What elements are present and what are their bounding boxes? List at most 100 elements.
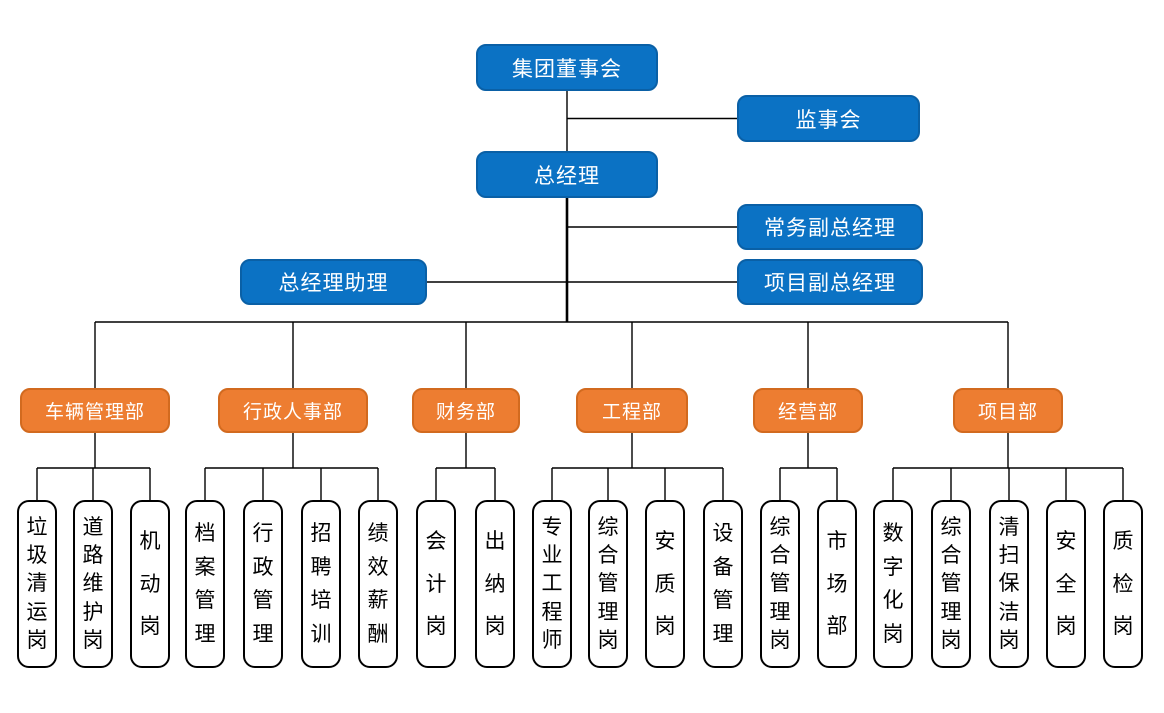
position-label-char: 管 [194,589,216,613]
position-label-char: 岗 [484,614,506,638]
position-label-char: 理 [252,623,274,647]
position-label-char: 字 [882,555,904,579]
position-label-char: 岗 [82,628,104,652]
position-label-char: 岗 [882,623,904,647]
position-label-char: 安 [1055,530,1077,554]
position-label-char: 部 [826,614,848,638]
org-node-operations-dept: 经营部 [753,388,863,433]
position-label-char: 动 [139,572,161,596]
position-label-char: 垃 [26,516,48,540]
position-node-admin-hr-dept-3: 绩效薪酬 [358,500,398,668]
position-label-char: 岗 [1112,614,1134,638]
position-label-char: 综 [940,516,962,540]
position-label-char: 管 [940,572,962,596]
position-label-char: 岗 [597,628,619,652]
org-node-board: 集团董事会 [476,44,658,91]
position-label-char: 训 [310,623,332,647]
position-label-char: 师 [541,628,563,652]
position-label-char: 清 [26,572,48,596]
position-label-char: 设 [712,521,734,545]
position-label-char: 机 [139,530,161,554]
position-label-char: 薪 [367,589,389,613]
position-label-char: 招 [310,521,332,545]
position-label-char: 保 [998,572,1020,596]
position-label-char: 工 [541,572,563,596]
org-node-engineering-dept: 工程部 [576,388,688,433]
position-node-vehicle-mgmt-dept-1: 道路维护岗 [73,500,113,668]
org-node-exec-deputy-gm: 常务副总经理 [737,204,923,250]
position-label-char: 合 [597,544,619,568]
org-node-project-dept: 项目部 [953,388,1063,433]
position-node-project-dept-2: 清扫保洁岗 [989,500,1029,668]
position-node-engineering-dept-1: 综合管理岗 [588,500,628,668]
position-label-char: 清 [998,516,1020,540]
position-label-char: 理 [712,623,734,647]
position-label-char: 政 [252,555,274,579]
position-label-char: 岗 [940,628,962,652]
position-node-operations-dept-1: 市场部 [817,500,857,668]
position-label-char: 管 [712,589,734,613]
position-label-char: 备 [712,555,734,579]
position-label-char: 化 [882,589,904,613]
position-label-char: 培 [310,589,332,613]
position-label-char: 质 [654,572,676,596]
position-label-char: 洁 [998,600,1020,624]
position-label-char: 理 [194,623,216,647]
position-node-engineering-dept-3: 设备管理 [703,500,743,668]
position-label-char: 案 [194,555,216,579]
position-label-char: 程 [541,600,563,624]
position-label-char: 计 [425,572,447,596]
position-label-char: 全 [1055,572,1077,596]
org-node-supervisory: 监事会 [737,95,920,142]
position-label-char: 岗 [139,614,161,638]
position-node-project-dept-3: 安全岗 [1046,500,1086,668]
position-label-char: 道 [82,516,104,540]
position-label-char: 管 [769,572,791,596]
position-label-char: 纳 [484,572,506,596]
position-label-char: 酬 [367,623,389,647]
position-label-char: 合 [940,544,962,568]
position-label-char: 维 [82,572,104,596]
position-node-engineering-dept-0: 专业工程师 [532,500,572,668]
position-node-operations-dept-0: 综合管理岗 [760,500,800,668]
org-node-finance-dept: 财务部 [412,388,520,433]
position-label-char: 岗 [1055,614,1077,638]
org-node-gm: 总经理 [476,151,658,198]
position-node-engineering-dept-2: 安质岗 [645,500,685,668]
position-label-char: 岗 [998,628,1020,652]
position-label-char: 管 [597,572,619,596]
position-label-char: 岗 [425,614,447,638]
position-label-char: 效 [367,555,389,579]
position-node-vehicle-mgmt-dept-0: 垃圾清运岗 [17,500,57,668]
position-label-char: 聘 [310,555,332,579]
position-node-project-dept-0: 数字化岗 [873,500,913,668]
position-label-char: 会 [425,530,447,554]
position-node-admin-hr-dept-2: 招聘培训 [301,500,341,668]
position-node-project-dept-1: 综合管理岗 [931,500,971,668]
org-node-project-deputy-gm: 项目副总经理 [737,259,923,305]
position-label-char: 专 [541,516,563,540]
position-label-char: 检 [1112,572,1134,596]
position-label-char: 管 [252,589,274,613]
org-node-gm-assistant: 总经理助理 [240,259,427,305]
position-label-char: 理 [940,600,962,624]
position-label-char: 运 [26,600,48,624]
position-label-char: 市 [826,530,848,554]
position-label-char: 路 [82,544,104,568]
position-label-char: 岗 [26,628,48,652]
org-node-admin-hr-dept: 行政人事部 [218,388,368,433]
position-label-char: 理 [597,600,619,624]
position-label-char: 行 [252,521,274,545]
position-label-char: 绩 [367,521,389,545]
position-label-char: 综 [769,516,791,540]
position-label-char: 扫 [998,544,1020,568]
org-node-vehicle-mgmt-dept: 车辆管理部 [20,388,170,433]
position-label-char: 综 [597,516,619,540]
position-label-char: 数 [882,521,904,545]
position-label-char: 出 [484,530,506,554]
position-label-char: 合 [769,544,791,568]
position-node-finance-dept-1: 出纳岗 [475,500,515,668]
position-label-char: 业 [541,544,563,568]
